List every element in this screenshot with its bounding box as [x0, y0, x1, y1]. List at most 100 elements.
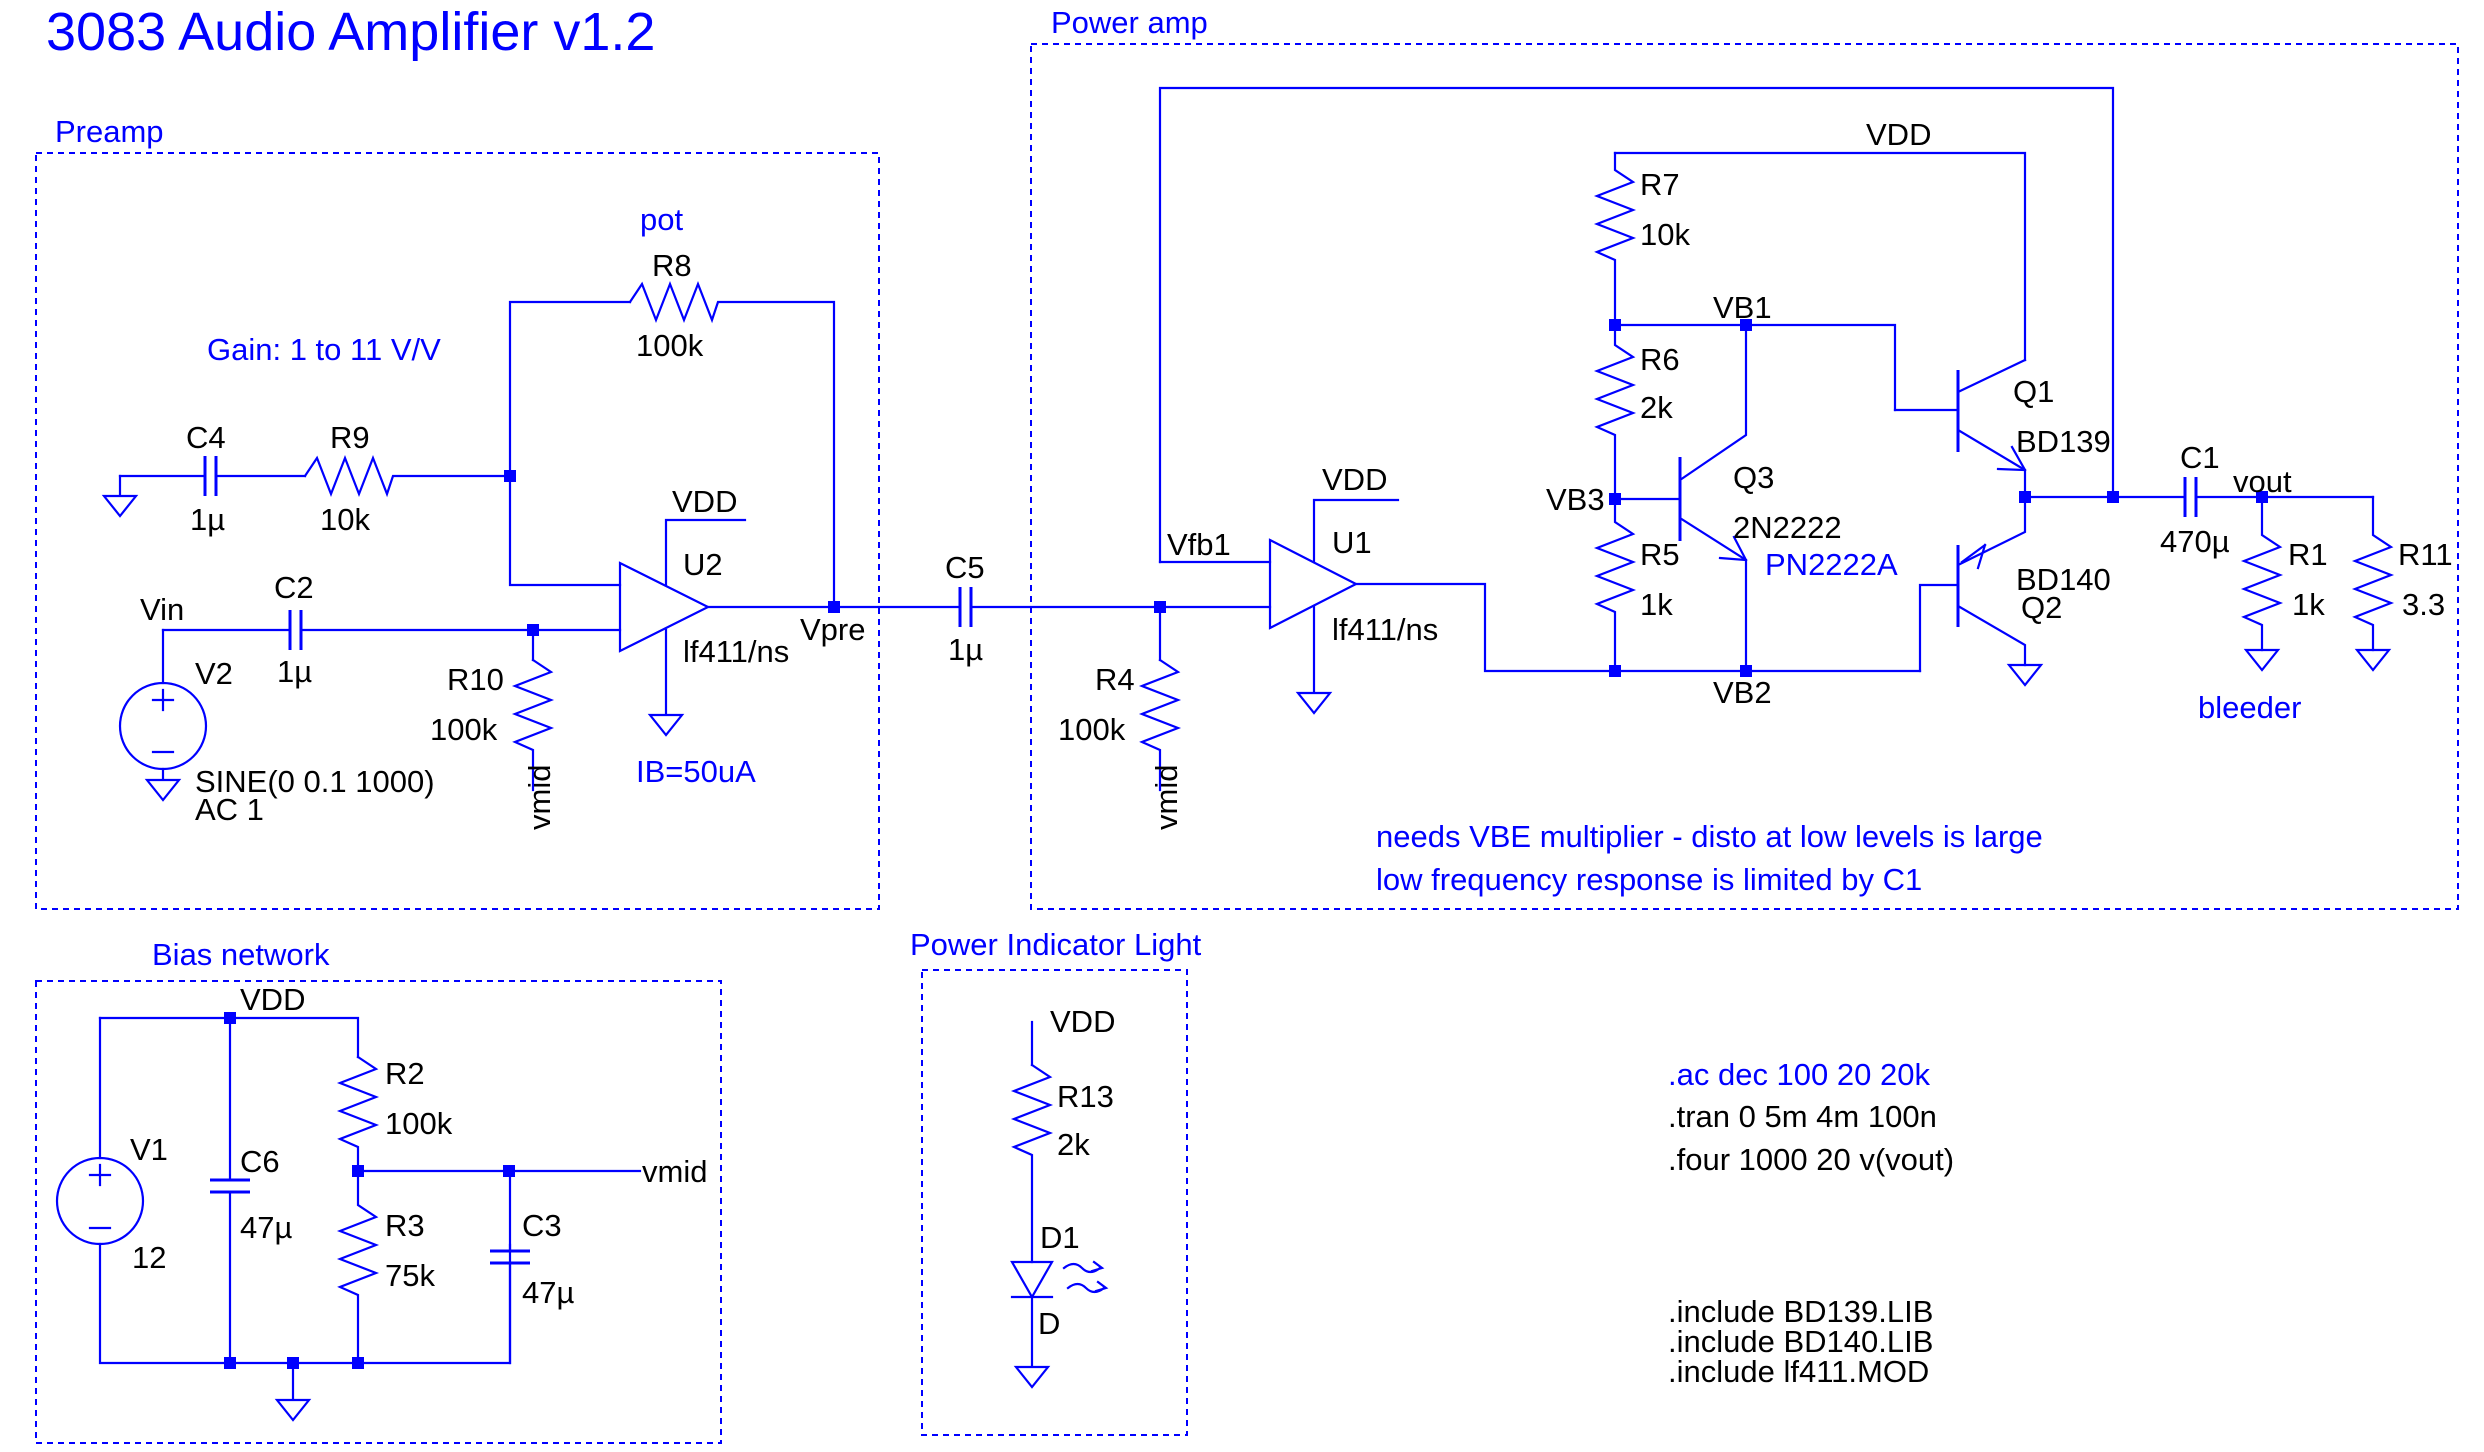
u1-name: U1 [1332, 525, 1372, 560]
c4-name: C4 [186, 420, 226, 455]
r3-name: R3 [385, 1208, 425, 1243]
c5-value: 1µ [948, 632, 983, 667]
c4-capacitor-symbol [203, 456, 218, 496]
v1-name: V1 [130, 1132, 168, 1167]
vin-net-label: Vin [140, 592, 184, 627]
v1-value: 12 [132, 1240, 166, 1275]
c5-capacitor-symbol [958, 587, 973, 627]
r9-value: 10k [320, 502, 370, 537]
r13-resistor-symbol [1010, 1063, 1054, 1264]
d1-light-rays [1062, 1260, 1109, 1294]
gain-note: Gain: 1 to 11 V/V [207, 332, 441, 367]
bias-network-box [35, 980, 722, 1444]
r4-resistor-symbol [1138, 658, 1182, 792]
bleeder-note: bleeder [2198, 690, 2301, 725]
power-amp-note-1: needs VBE multiplier - disto at low leve… [1376, 819, 2043, 854]
q1-model: BD139 [2016, 424, 2111, 459]
preamp-section-label: Preamp [55, 114, 164, 149]
r6-value: 2k [1640, 390, 1673, 425]
indicator-vdd-label: VDD [1050, 1004, 1115, 1039]
r7-name: R7 [1640, 167, 1680, 202]
q2-name: Q2 [2021, 590, 2062, 625]
r10-vmid-label: vmid [522, 765, 557, 830]
power-amp-circuit [958, 86, 2395, 792]
r7-resistor-symbol [1593, 151, 1637, 327]
c1-value: 470µ [2160, 524, 2230, 559]
vfb1-net-label: Vfb1 [1167, 527, 1231, 562]
bias-network-circuit [55, 1012, 642, 1422]
q1-name: Q1 [2013, 374, 2054, 409]
power-indicator-circuit [1010, 1020, 1109, 1389]
r13-name: R13 [1057, 1079, 1114, 1114]
r2-resistor-symbol [336, 1055, 380, 1173]
r6-name: R6 [1640, 342, 1680, 377]
c2-name: C2 [274, 570, 314, 605]
r6-resistor-symbol [1593, 323, 1637, 501]
r4-name: R4 [1095, 662, 1135, 697]
r4-value: 100k [1058, 712, 1126, 747]
c2-value: 1µ [277, 654, 312, 689]
c5-name: C5 [945, 550, 985, 585]
directive-four: .four 1000 20 v(vout) [1668, 1142, 1954, 1177]
r3-resistor-symbol [336, 1169, 380, 1365]
bias-vdd-label: VDD [240, 982, 305, 1017]
r10-value: 100k [430, 712, 498, 747]
r7-value: 10k [1640, 217, 1690, 252]
r11-name: R11 [2398, 537, 2453, 572]
directive-tran: .tran 0 5m 4m 100n [1668, 1099, 1937, 1134]
d1-model: D [1038, 1306, 1060, 1341]
r3-value: 75k [385, 1258, 435, 1293]
vpre-net-label: Vpre [800, 612, 865, 647]
r5-value: 1k [1640, 587, 1673, 622]
r11-value: 3.3 [2402, 587, 2445, 622]
r11-resistor-symbol [2351, 495, 2395, 652]
vout-net-label: vout [2233, 464, 2292, 499]
r9-resistor-symbol [303, 454, 512, 498]
r5-resistor-symbol [1593, 497, 1637, 673]
r8-name: R8 [652, 248, 692, 283]
r13-value: 2k [1057, 1127, 1090, 1162]
power-amp-note-2: low frequency response is limited by C1 [1376, 862, 1922, 897]
c3-name: C3 [522, 1208, 562, 1243]
r5-name: R5 [1640, 537, 1680, 572]
directive-include-bd140: .include BD140.LIB [1668, 1324, 1933, 1359]
q3-model: 2N2222 [1733, 510, 1842, 545]
r4-vmid-label: vmid [1149, 765, 1184, 830]
ib-note: IB=50uA [636, 754, 756, 789]
c2-capacitor-symbol [288, 610, 303, 650]
vb1-net-label: VB1 [1713, 290, 1772, 325]
c6-name: C6 [240, 1144, 280, 1179]
q2-model: BD140 [2016, 562, 2111, 597]
v2-name: V2 [195, 656, 233, 691]
power-amp-box [1030, 43, 2459, 910]
u2-opamp-symbol [618, 561, 711, 653]
r2-name: R2 [385, 1056, 425, 1091]
page-title: 3083 Audio Amplifier v1.2 [46, 2, 655, 62]
c3-value: 47µ [522, 1275, 574, 1310]
directive-include-lf411: .include lf411.MOD [1668, 1354, 1929, 1389]
top-vdd-label: VDD [1866, 117, 1931, 152]
q3-alt-model: PN2222A [1765, 547, 1898, 582]
r8-value: 100k [636, 328, 704, 363]
v2-source: SINE(0 0.1 1000) [195, 764, 435, 799]
vmid-net-label: vmid [642, 1154, 707, 1189]
c6-value: 47µ [240, 1210, 292, 1245]
r10-name: R10 [447, 662, 504, 697]
r1-name: R1 [2288, 537, 2328, 572]
preamp-circuit [101, 280, 962, 802]
r1-resistor-symbol [2240, 495, 2284, 652]
vb2-net-label: VB2 [1713, 675, 1772, 710]
c1-name: C1 [2180, 440, 2220, 475]
u1-model: lf411/ns [1332, 612, 1438, 647]
directive-ac: .ac dec 100 20 20k [1668, 1057, 1930, 1092]
power-indicator-section-label: Power Indicator Light [910, 927, 1202, 962]
u1-vdd-label: VDD [1322, 462, 1387, 497]
directive-include-bd139: .include BD139.LIB [1668, 1294, 1933, 1329]
r8-resistor-symbol [628, 280, 836, 609]
u2-name: U2 [683, 547, 723, 582]
u2-vdd-label: VDD [672, 484, 737, 519]
pot-note: pot [640, 202, 683, 237]
u2-model: lf411/ns [683, 634, 789, 669]
c4-value: 1µ [190, 502, 225, 537]
